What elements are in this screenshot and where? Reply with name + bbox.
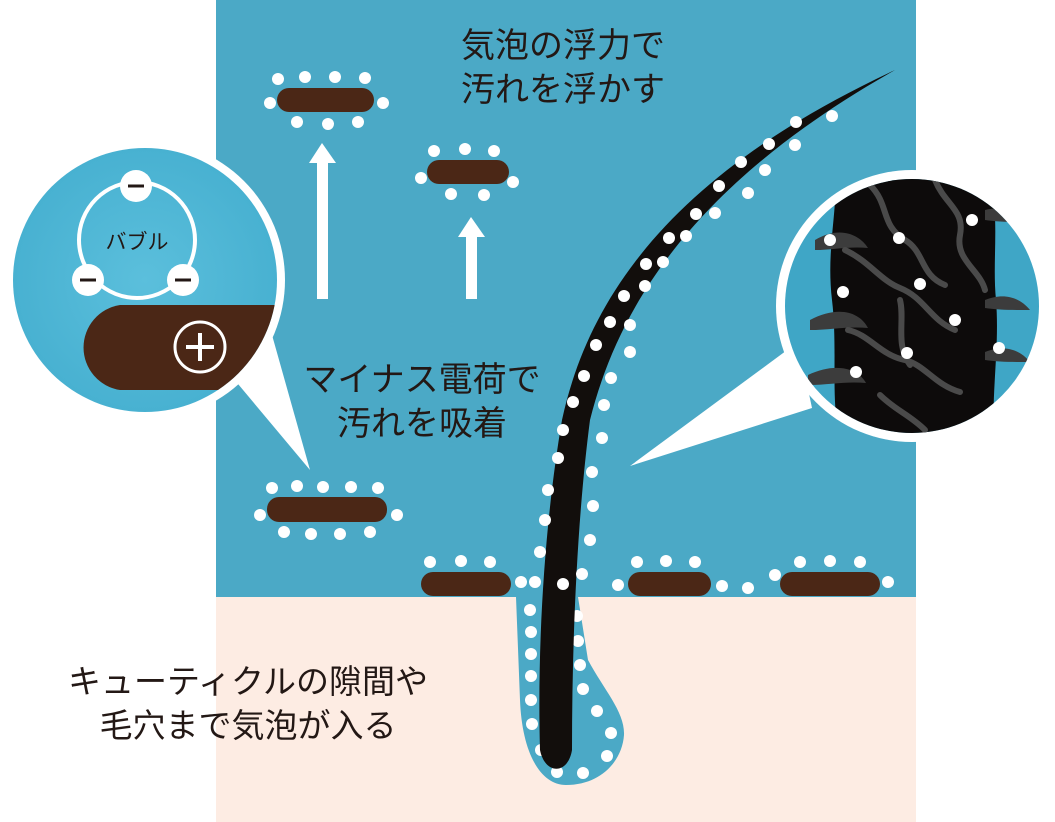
minus-charge-top [120, 170, 152, 202]
dirt-particle-surface-1 [421, 555, 527, 596]
float-caption-line1: 気泡の浮力で [461, 26, 665, 66]
right-callout-pointer [630, 342, 812, 466]
up-arrow-large [309, 143, 336, 299]
dirt-particle-floating-1 [264, 71, 389, 130]
dirt-particle-surface-2 [612, 555, 754, 596]
minus-charge-caption: マイナス電荷で 汚れを吸着 [272, 358, 572, 446]
left-magnified-dirt [83, 305, 277, 390]
cuticle-closeup [808, 179, 1030, 433]
cuticle-caption-line2: 毛穴まで気泡が入る [99, 706, 397, 745]
dirt-particle-adsorbed [254, 480, 403, 540]
float-caption: 気泡の浮力で 汚れを浮かす [428, 24, 698, 112]
float-caption-line2: 汚れを浮かす [461, 70, 665, 110]
bubble-label: バブル [105, 230, 169, 254]
dirt-particle-floating-2 [415, 143, 519, 201]
minus-charge-caption-line1: マイナス電荷で [303, 360, 541, 400]
up-arrow-small [458, 217, 485, 299]
cuticle-caption-line1: キューティクルの隙間や [67, 662, 429, 701]
minus-charge-caption-line2: 汚れを吸着 [337, 404, 507, 444]
plus-charge-icon [173, 320, 227, 374]
cuticle-caption: キューティクルの隙間や 毛穴まで気泡が入る [28, 660, 468, 748]
minus-charge-left [72, 264, 104, 296]
minus-charge-right [167, 264, 199, 296]
hair-bubbles [529, 110, 838, 590]
dirt-particle-surface-3 [769, 555, 894, 596]
